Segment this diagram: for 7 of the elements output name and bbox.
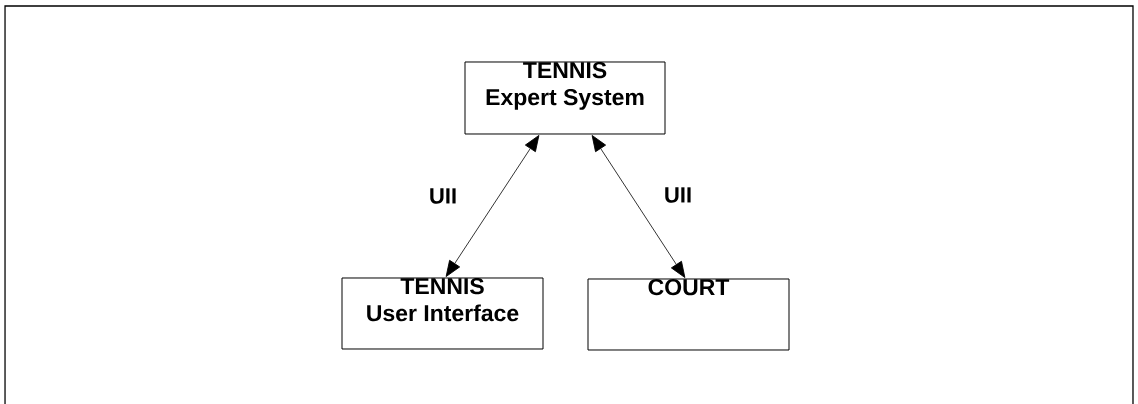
- system-box: TENNIS Expert System: [464, 61, 666, 135]
- system-box: TENNIS User Interface: [341, 277, 544, 350]
- system-box: COURT: [587, 278, 790, 351]
- arrow: [591, 135, 686, 278]
- edge-label: UII: [665, 187, 691, 203]
- edge-label: UII: [430, 188, 456, 204]
- arrow: [445, 135, 540, 277]
